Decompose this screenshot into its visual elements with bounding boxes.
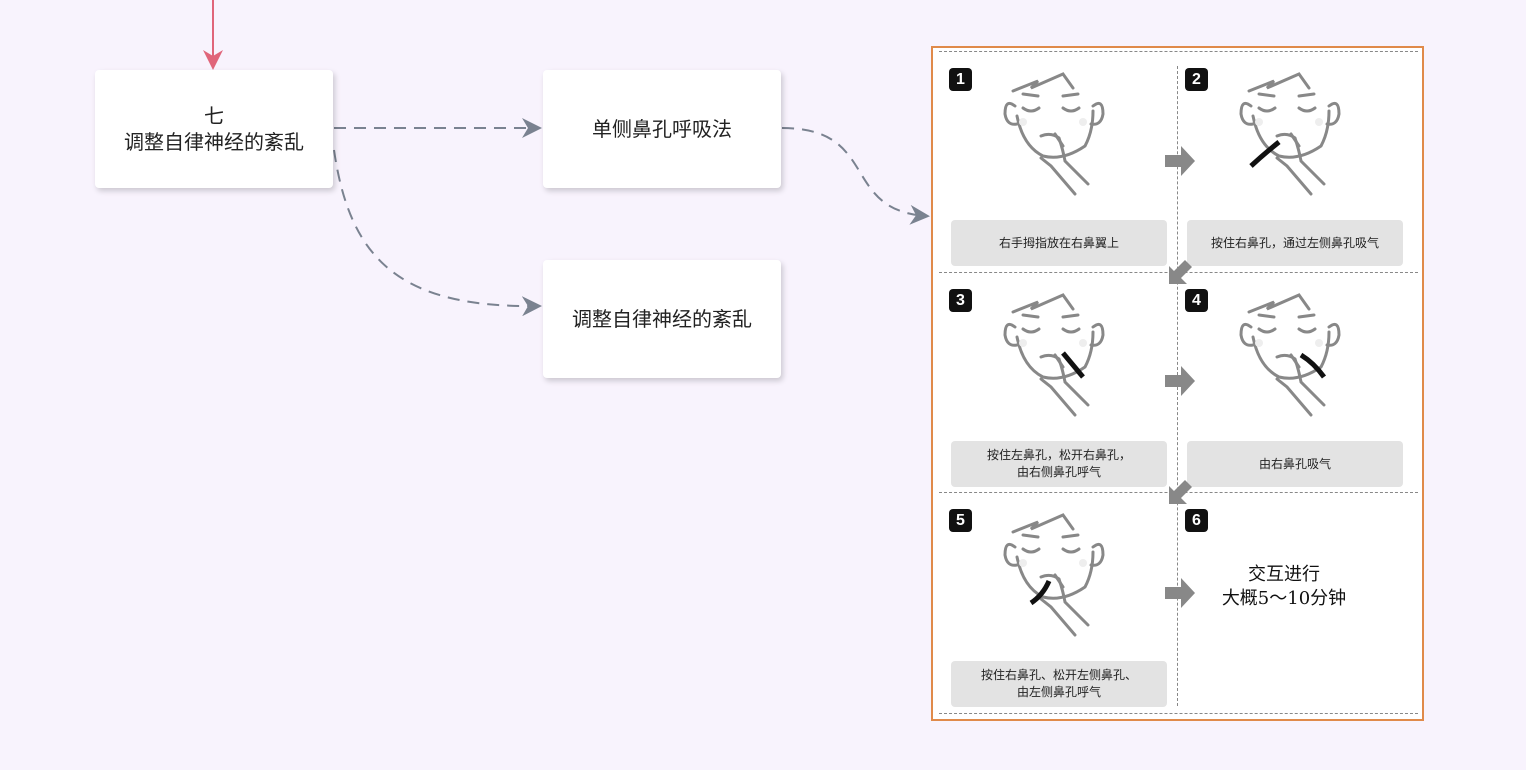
step-caption: 按住右鼻孔、松开左侧鼻孔、 由左侧鼻孔呼气 [951, 661, 1167, 707]
step-badge: 2 [1185, 68, 1208, 91]
step-4: 4 由右鼻孔吸气 [1169, 273, 1403, 493]
step-5: 5 按住右鼻孔、松开左侧鼻孔、 由左侧鼻孔呼气 [933, 493, 1167, 713]
divider [939, 51, 1418, 52]
breathing-illustration[interactable]: 1 右手拇指放在右鼻翼上 2 按住右鼻孔，通过左侧鼻孔吸气 3 按住左鼻孔，松开… [931, 46, 1424, 721]
step-caption: 按住右鼻孔，通过左侧鼻孔吸气 [1187, 220, 1403, 266]
child-node-label: 调整自律神经的紊乱 [572, 307, 752, 331]
root-node-title: 调整自律神经的紊乱 [124, 130, 304, 154]
face-illustration [1229, 287, 1349, 417]
step-badge: 4 [1185, 289, 1208, 312]
root-node[interactable]: 七 调整自律神经的紊乱 [95, 70, 333, 188]
arrow-down-left-icon [1169, 260, 1192, 284]
step-caption: 按住左鼻孔，松开右鼻孔， 由右侧鼻孔呼气 [951, 441, 1167, 487]
step-3: 3 按住左鼻孔，松开右鼻孔， 由右侧鼻孔呼气 [933, 273, 1167, 493]
step-badge: 6 [1185, 509, 1208, 532]
arrow-right-icon [1165, 366, 1195, 396]
face-illustration [993, 507, 1113, 637]
arrow-down-left-icon [1169, 480, 1192, 504]
step-caption: 由右鼻孔吸气 [1187, 441, 1403, 487]
step-badge: 3 [949, 289, 972, 312]
step-2: 2 按住右鼻孔，通过左侧鼻孔吸气 [1169, 52, 1403, 272]
step-6-text: 交互进行 大概5～10分钟 [1221, 564, 1347, 609]
connector-to-child-2 [333, 149, 542, 317]
arrow-right-icon [1165, 146, 1195, 176]
root-node-number: 七 [204, 104, 224, 128]
step-badge: 5 [949, 509, 972, 532]
step-6: 6 交互进行 大概5～10分钟 [1169, 493, 1399, 713]
child-node-label: 单侧鼻孔呼吸法 [592, 117, 732, 141]
face-illustration [993, 66, 1113, 196]
child-node-breathing[interactable]: 单侧鼻孔呼吸法 [543, 70, 781, 188]
face-illustration [1229, 66, 1349, 196]
child-node-autonomic[interactable]: 调整自律神经的紊乱 [543, 260, 781, 378]
arrow-right-icon [1165, 578, 1195, 608]
divider [939, 713, 1418, 714]
step-caption: 右手拇指放在右鼻翼上 [951, 220, 1167, 266]
face-illustration [993, 287, 1113, 417]
step-1: 1 右手拇指放在右鼻翼上 [933, 52, 1167, 272]
step-badge: 1 [949, 68, 972, 91]
connector-to-image [781, 127, 930, 225]
